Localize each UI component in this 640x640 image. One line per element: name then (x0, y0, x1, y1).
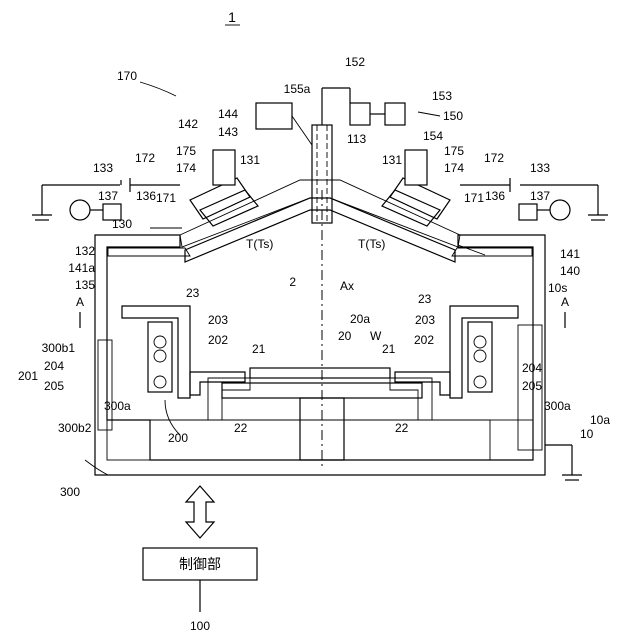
leader-150 (418, 112, 440, 116)
label-l200: 200 (168, 431, 188, 445)
label-l136L: 136 (136, 189, 156, 203)
label-lTR: T(Ts) (358, 237, 385, 251)
label-l10a: 10a (590, 413, 610, 427)
label-l133R: 133 (530, 161, 550, 175)
label-l170: 170 (117, 69, 137, 83)
label-l21R: 21 (382, 342, 396, 356)
ground-right (545, 445, 582, 480)
label-l142: 142 (178, 117, 198, 131)
label-l202L: 202 (208, 333, 228, 347)
label-l140: 140 (560, 264, 580, 278)
label-l154: 154 (423, 129, 443, 143)
label-l155a: 155a (284, 82, 311, 96)
label-l153: 153 (432, 89, 452, 103)
label-l135: 135 (75, 278, 95, 292)
label-l136R: 136 (485, 189, 505, 203)
label-l141: 141 (560, 247, 580, 261)
label-l22L: 22 (234, 421, 248, 435)
label-l300aL: 300a (104, 399, 131, 413)
label-l130: 130 (112, 217, 132, 231)
label-l204R: 204 (522, 361, 542, 375)
label-l175R: 175 (444, 144, 464, 158)
magnet-left (98, 322, 172, 430)
label-l113: 113 (347, 132, 366, 146)
label-l171R: 171 (464, 191, 484, 205)
label-l131R: 131 (382, 153, 402, 167)
label-l20: 20 (338, 329, 352, 343)
label-l201: 201 (18, 369, 38, 383)
top-boxes (256, 88, 405, 145)
controller-label: 制御部 (179, 556, 221, 572)
label-l22R: 22 (395, 421, 409, 435)
label-l152: 152 (345, 55, 365, 69)
label-l300aR: 300a (544, 399, 571, 413)
gas-nozzle (312, 125, 332, 223)
label-l172R: 172 (484, 151, 504, 165)
label-l2: 2 (289, 275, 296, 289)
label-l23L: 23 (186, 286, 200, 300)
label-l141a: 141a (68, 261, 95, 275)
leader-170 (140, 82, 176, 96)
label-l175L: 175 (176, 144, 196, 158)
label-l132: 132 (75, 244, 95, 258)
label-l202R: 202 (414, 333, 434, 347)
label-l300: 300 (60, 485, 80, 499)
dielectric-window (180, 180, 460, 262)
label-l204L: 204 (44, 359, 64, 373)
label-l137R: 137 (530, 189, 550, 203)
label-l205L: 205 (44, 379, 64, 393)
label-l203L: 203 (208, 313, 228, 327)
label-l10: 10 (580, 427, 594, 441)
edge-ring-right (390, 372, 450, 420)
label-lAL: A (76, 295, 84, 309)
label-l172L: 172 (135, 151, 155, 165)
label-l143: 143 (218, 125, 238, 139)
label-l20a: 20a (350, 312, 370, 326)
label-l150: 150 (443, 109, 463, 123)
label-l21L: 21 (252, 342, 266, 356)
label-l205R: 205 (522, 379, 542, 393)
label-l203R: 203 (415, 313, 435, 327)
label-l10s: 10s (548, 281, 567, 295)
label-lAx: Ax (340, 279, 354, 293)
leader-300 (85, 460, 108, 475)
label-lAR: A (561, 295, 569, 309)
label-l144: 144 (218, 107, 238, 121)
label-l137L: 137 (98, 189, 118, 203)
label-l171L: 171 (156, 191, 176, 205)
label-l131L: 131 (240, 153, 260, 167)
figure-number: 1 (228, 9, 236, 25)
label-l300b2: 300b2 (58, 421, 92, 435)
leader-200 (165, 400, 180, 435)
double-arrow (186, 486, 214, 538)
label-l100: 100 (190, 619, 210, 633)
edge-ring-left (190, 372, 250, 420)
label-l23R: 23 (418, 292, 432, 306)
label-l174L: 174 (176, 161, 196, 175)
label-l174R: 174 (444, 161, 464, 175)
label-lW: W (370, 329, 382, 343)
label-l133L: 133 (93, 161, 113, 175)
label-lTL: T(Ts) (246, 237, 273, 251)
label-l300b1: 300b1 (42, 341, 76, 355)
